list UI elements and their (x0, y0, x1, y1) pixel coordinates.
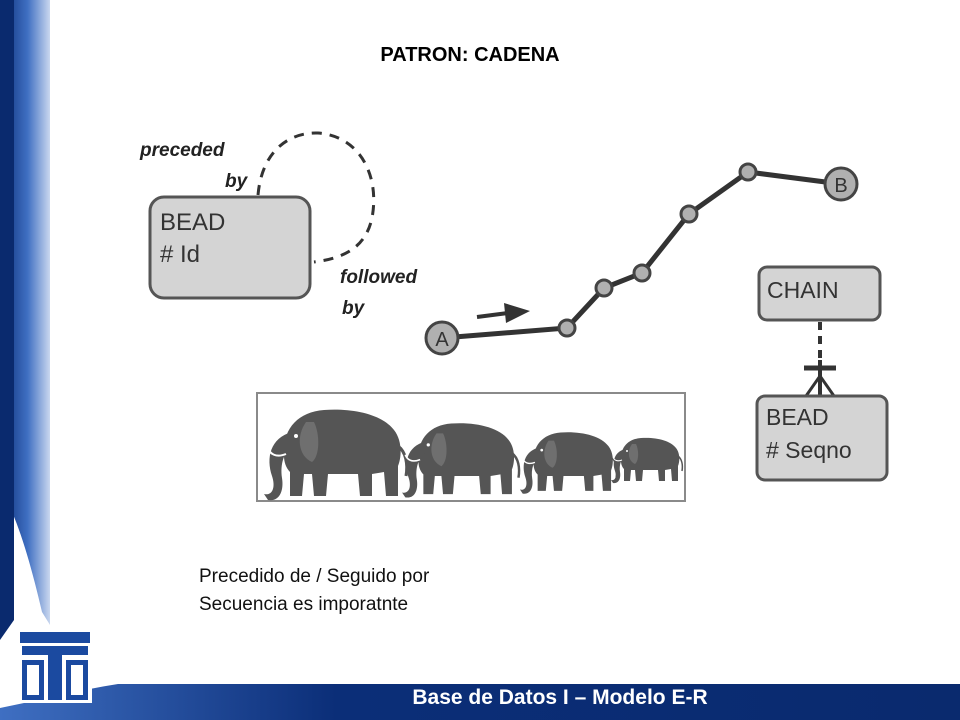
slide-caption: Precedido de / Seguido por Secuencia es … (199, 563, 429, 619)
bead-attribute: # Id (160, 241, 200, 268)
bead-entity-recursive: BEAD # Id (148, 195, 312, 300)
bead-name: BEAD (160, 209, 225, 236)
footer-title: Base de Datos I – Modelo E-R (412, 686, 708, 709)
recursive-relationship-line (256, 131, 376, 264)
side-decoration-dark (0, 0, 14, 640)
direction-arrow-shaft (476, 311, 509, 319)
bead-entity-member: BEAD # Seqno (755, 394, 889, 482)
caption-line-2: Secuencia es imporatnte (199, 594, 409, 615)
label-followed-by: by (342, 298, 366, 319)
caption-line-1: Precedido de / Seguido por (199, 566, 430, 587)
chain-start-label: A (435, 329, 449, 351)
institution-logo (18, 631, 92, 703)
direction-arrow-head (504, 303, 530, 323)
label-preceded-by: by (225, 171, 249, 192)
chain-bead (679, 204, 699, 224)
slide-title: PATRON: CADENA (380, 44, 560, 66)
chain-bead (594, 278, 614, 298)
chain-end-label: B (834, 175, 847, 197)
chain-bead-relationship (804, 322, 836, 397)
chain-end-node (823, 166, 859, 202)
member-bead-attribute: # Seqno (766, 437, 852, 463)
chain-entity-name: CHAIN (767, 277, 839, 303)
label-followed: followed (340, 267, 417, 288)
chain-bead (738, 162, 758, 182)
elephants-picture (256, 392, 686, 502)
chain-bead (632, 263, 652, 283)
footer-bar (0, 684, 960, 720)
chain-entity: CHAIN (757, 265, 882, 322)
bead-chain: A B (424, 162, 859, 356)
label-preceded: preceded (139, 140, 225, 161)
chain-bead (557, 318, 577, 338)
member-bead-name: BEAD (766, 404, 829, 430)
chain-start-node (424, 320, 460, 356)
